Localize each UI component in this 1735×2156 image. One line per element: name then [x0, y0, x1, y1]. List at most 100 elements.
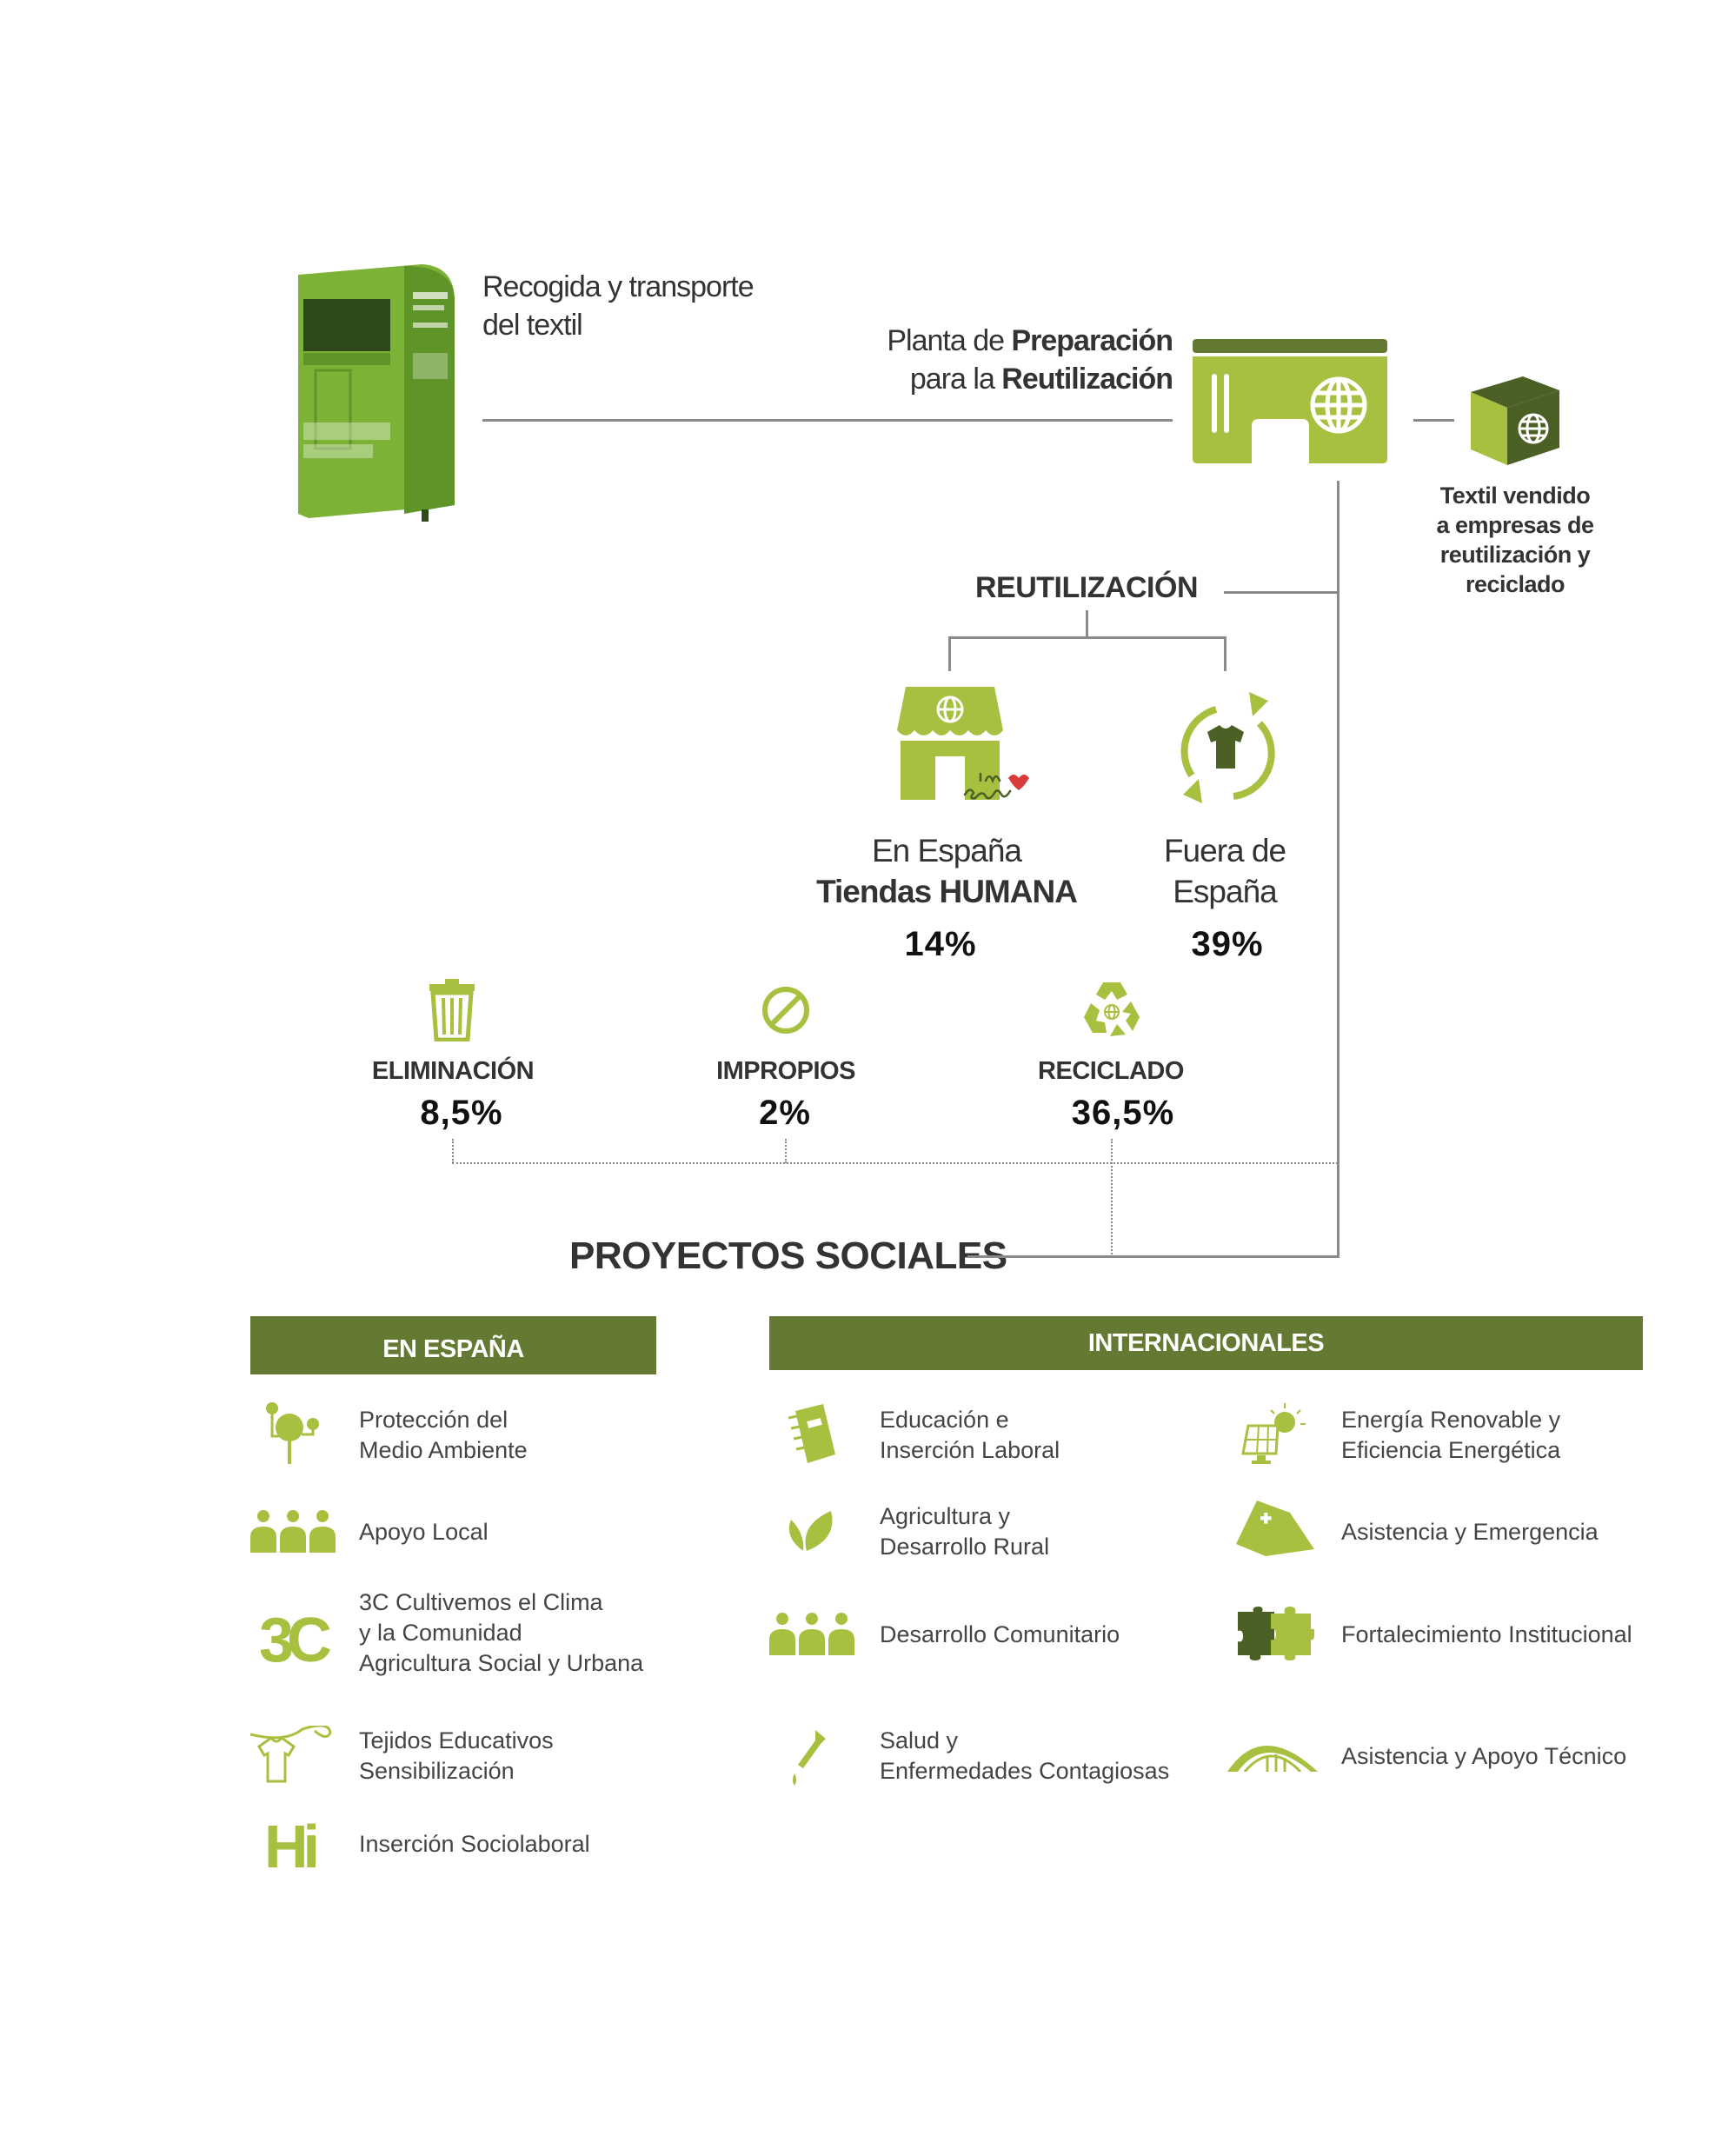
reuse-title: REUTILIZACIÓN — [974, 571, 1199, 604]
tree-icon — [265, 1401, 321, 1468]
people-icon — [250, 1509, 336, 1557]
solar-panel-icon — [1240, 1401, 1309, 1468]
reuse-spain-percent: 14% — [904, 925, 977, 963]
3c-logo-icon: 3C — [259, 1606, 332, 1675]
sold-line: a empresas de — [1436, 512, 1594, 538]
second-hand-logo-icon — [963, 772, 1012, 800]
connector-line — [948, 636, 951, 671]
project-item-line: y la Comunidad — [359, 1620, 522, 1646]
project-item-line: Asistencia y Apoyo Técnico — [1341, 1743, 1627, 1769]
collection-label: Recogida y transporte del textil — [482, 268, 754, 344]
plant-text-bold: Reutilización — [1001, 363, 1173, 396]
connector-line — [1224, 636, 1226, 671]
project-item: Asistencia y Apoyo Técnico — [1341, 1741, 1626, 1772]
projects-title: PROYECTOS SOCIALES — [569, 1234, 1007, 1277]
project-item-line: Medio Ambiente — [359, 1437, 528, 1463]
notebook-icon — [787, 1404, 835, 1469]
project-item-line: 3C Cultivemos el Clima — [359, 1589, 603, 1615]
ban-icon — [761, 986, 810, 1039]
project-item-line: Desarrollo Rural — [880, 1534, 1050, 1560]
connector-line — [1413, 419, 1454, 422]
trash-icon — [428, 979, 476, 1046]
reuse-spain-line: Tiendas HUMANA — [816, 874, 1078, 909]
project-item-line: Energía Renovable y — [1341, 1407, 1561, 1433]
tshirt-icon — [249, 1724, 336, 1791]
hi-logo-icon: Hi — [264, 1813, 320, 1880]
leaf-icon — [788, 1511, 836, 1555]
outcome-label: RECICLADO — [1038, 1057, 1184, 1085]
clothing-bin-image — [291, 257, 458, 527]
project-item-line: Apoyo Local — [359, 1519, 489, 1545]
plant-text: Planta de — [887, 324, 1012, 357]
plant-text-bold: Preparación — [1011, 324, 1173, 357]
puzzle-icon — [1236, 1607, 1315, 1665]
spain-header: EN ESPAÑA — [250, 1316, 656, 1374]
reuse-abroad-percent: 39% — [1191, 925, 1264, 963]
international-header: INTERNACIONALES — [769, 1316, 1643, 1370]
dotted-connector — [452, 1139, 454, 1163]
plant-label: Planta de Preparación para la Reutilizac… — [887, 322, 1173, 398]
outcome-label: IMPROPIOS — [716, 1057, 855, 1085]
reuse-abroad-line: España — [1173, 874, 1278, 909]
people-icon — [769, 1612, 854, 1660]
project-item: Agricultura y Desarrollo Rural — [880, 1501, 1049, 1562]
project-item-line: Inserción Sociolaboral — [359, 1831, 590, 1857]
project-item-line: Protección del — [359, 1407, 509, 1433]
trunk-line — [1337, 481, 1339, 1258]
sold-textile-label: Textil vendido a empresas de reutilizaci… — [1411, 481, 1619, 599]
recycle-icon — [1082, 981, 1141, 1042]
sold-line: Textil vendido — [1439, 482, 1591, 509]
shirt-recycle-icon — [1173, 689, 1279, 811]
project-item-line: Inserción Laboral — [880, 1437, 1060, 1463]
project-item-line: Salud y — [880, 1727, 959, 1753]
project-item: Apoyo Local — [359, 1517, 489, 1547]
project-item-line: Educación e — [880, 1407, 1009, 1433]
outcome-percent: 2% — [759, 1094, 811, 1132]
project-item-line: Agricultura Social y Urbana — [359, 1650, 644, 1676]
dotted-connector — [452, 1162, 1338, 1164]
reuse-abroad-label: Fuera de España — [1112, 830, 1338, 912]
project-item: Fortalecimiento Institucional — [1341, 1620, 1632, 1650]
outcome-percent: 8,5% — [420, 1094, 503, 1132]
outcome-label: ELIMINACIÓN — [371, 1057, 535, 1085]
project-item-line: Desarrollo Comunitario — [880, 1621, 1120, 1647]
project-item-line: Fortalecimiento Institucional — [1341, 1621, 1632, 1647]
dotted-connector — [1111, 1139, 1113, 1257]
collection-line-1: Recogida y transporte — [482, 270, 754, 303]
project-item-line: Tejidos Educativos — [359, 1727, 554, 1753]
sold-line: reutilización y — [1439, 542, 1591, 568]
project-item: Asistencia y Emergencia — [1341, 1517, 1599, 1547]
project-item-line: Agricultura y — [880, 1503, 1011, 1529]
tent-icon — [1236, 1501, 1314, 1560]
dropper-icon — [791, 1730, 826, 1790]
reuse-spain-label: En España Tiendas HUMANA — [801, 830, 1093, 912]
shop-icon — [897, 687, 1036, 817]
connector-line — [482, 419, 1173, 422]
project-item: Desarrollo Comunitario — [880, 1620, 1120, 1650]
connector-line — [1224, 591, 1338, 594]
project-item: Salud y Enfermedades Contagiosas — [880, 1726, 1169, 1787]
sold-line: reciclado — [1465, 571, 1565, 597]
reuse-abroad-line: Fuera de — [1163, 833, 1286, 868]
connector-line — [967, 1255, 1339, 1258]
project-item-line: Asistencia y Emergencia — [1341, 1519, 1599, 1545]
project-item-line: Sensibilización — [359, 1758, 515, 1784]
project-item-line: Eficiencia Energética — [1341, 1437, 1561, 1463]
project-item: Inserción Sociolaboral — [359, 1829, 590, 1860]
connector-line — [948, 636, 1226, 639]
bridge-icon — [1227, 1737, 1318, 1776]
project-item-line: Enfermedades Contagiosas — [880, 1758, 1170, 1784]
reuse-spain-line: En España — [871, 833, 1022, 868]
project-item: Energía Renovable y Eficiencia Energética — [1341, 1405, 1560, 1466]
outcome-percent: 36,5% — [1071, 1094, 1175, 1132]
box-globe-icon — [1471, 376, 1559, 469]
collection-line-2: del textil — [482, 309, 583, 342]
factory-icon — [1193, 339, 1387, 469]
connector-line — [1086, 610, 1088, 637]
dotted-connector — [785, 1139, 787, 1163]
plant-text: para la — [909, 363, 1002, 396]
project-item: Educación e Inserción Laboral — [880, 1405, 1060, 1466]
